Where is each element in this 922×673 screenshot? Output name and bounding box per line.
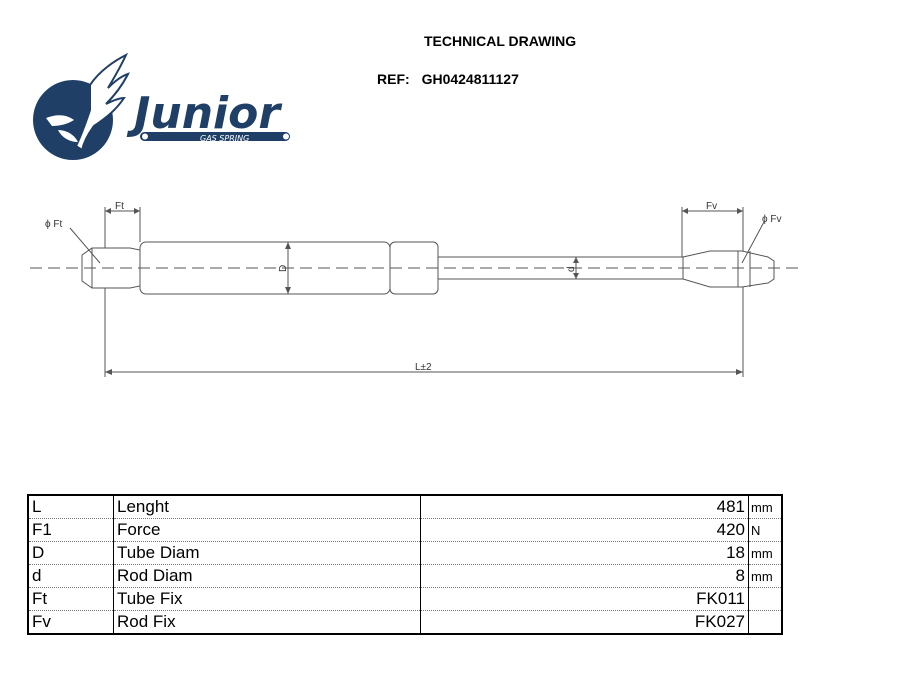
page-title: TECHNICAL DRAWING — [424, 33, 577, 49]
spec-symbol: Fv — [28, 610, 114, 635]
spec-value: 420 — [420, 518, 749, 542]
spec-unit: mm — [748, 541, 782, 565]
length-label: L±2 — [415, 362, 432, 373]
spec-unit: mm — [748, 495, 782, 519]
gas-spring-drawing: Ft Fv ϕ Ft ϕ Fv D d L±2 — [30, 201, 800, 377]
rod-end-fitting — [682, 250, 775, 288]
spec-name: Rod Fix — [113, 610, 421, 635]
spec-name: Tube Fix — [113, 587, 421, 611]
spec-symbol: F1 — [28, 518, 114, 542]
spec-unit — [748, 610, 782, 635]
spec-value: FK011 — [420, 587, 749, 611]
gas-spring-underline — [140, 132, 290, 141]
tube-diameter-label: D — [278, 265, 289, 272]
spec-symbol: d — [28, 564, 114, 588]
spec-name: Tube Diam — [113, 541, 421, 565]
fv-dim-label: Fv — [706, 201, 717, 212]
winged-bird-emblem-icon — [33, 52, 130, 160]
brand-wordmark: Junior — [126, 88, 282, 139]
fv-diameter-label: ϕ Fv — [762, 214, 782, 225]
spec-name: Rod Diam — [113, 564, 421, 588]
reference-row: REF: GH0424811127 — [377, 71, 519, 87]
spec-symbol: L — [28, 495, 114, 519]
spec-value: 18 — [420, 541, 749, 565]
spec-name: Lenght — [113, 495, 421, 519]
spec-value: FK027 — [420, 610, 749, 635]
brand-tagline: GAS SPRING — [200, 134, 249, 143]
spec-symbol: D — [28, 541, 114, 565]
tube-end-fitting — [81, 247, 141, 289]
spec-value: 481 — [420, 495, 749, 519]
spec-name: Force — [113, 518, 421, 542]
spec-value: 8 — [420, 564, 749, 588]
ft-dim-label: Ft — [115, 201, 124, 212]
spec-unit — [748, 587, 782, 611]
spec-unit: N — [748, 518, 782, 542]
ft-diameter-label: ϕ Ft — [45, 219, 62, 230]
reference-value: GH0424811127 — [421, 71, 519, 87]
rod-diameter-label: d — [566, 266, 577, 272]
reference-label: REF: — [377, 71, 410, 87]
spec-unit: mm — [748, 564, 782, 588]
spec-symbol: Ft — [28, 587, 114, 611]
brand-logo: Junior GAS SPRING — [33, 52, 290, 160]
